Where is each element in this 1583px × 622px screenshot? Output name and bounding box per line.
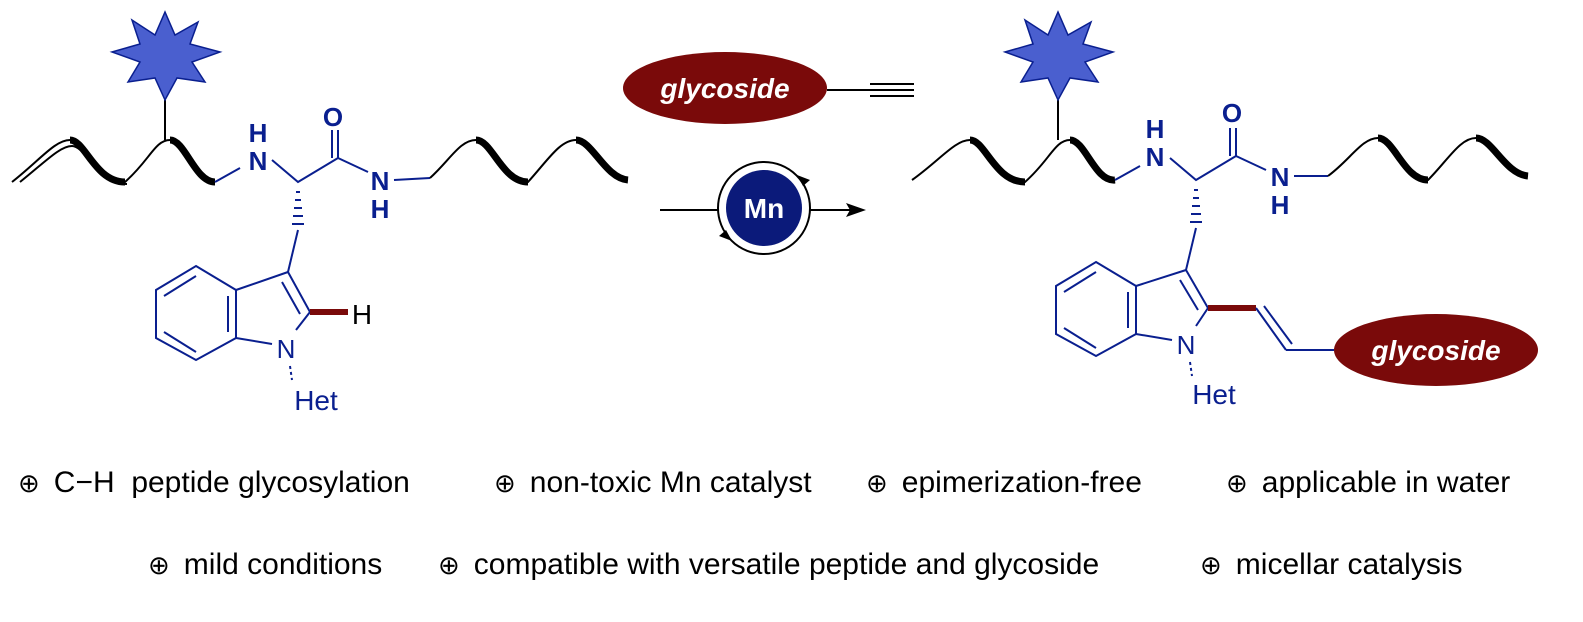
mn-catalyst xyxy=(726,170,802,246)
feature-text: applicable in water xyxy=(1261,466,1511,499)
plus-icon: ⊕ xyxy=(494,468,516,498)
glycoside-badge xyxy=(623,52,827,124)
feature-item: ⊕ micellar catalysis xyxy=(1200,548,1463,582)
peptide-ribbon-right-product xyxy=(1327,134,1529,184)
feature-text: C−H peptide glycosylation xyxy=(53,466,410,499)
reagent-alkyne: glycoside xyxy=(623,52,914,124)
atom-h: H xyxy=(371,194,390,224)
feature-text: mild conditions xyxy=(183,548,383,581)
atom-n: N xyxy=(1271,162,1290,192)
starting-peptide: H N O N H xyxy=(11,10,629,416)
feature-item: ⊕ non-toxic Mn catalyst xyxy=(494,466,812,500)
reaction-scheme: H N O N H xyxy=(11,10,1538,416)
plus-icon: ⊕ xyxy=(1226,468,1248,498)
feature-item: ⊕ C−H peptide glycosylation xyxy=(18,466,410,500)
label-star-icon xyxy=(109,10,223,102)
plus-icon: ⊕ xyxy=(1200,550,1222,580)
indole-ring xyxy=(1055,260,1209,358)
atom-h: H xyxy=(249,118,268,148)
glycoside-label: glycoside xyxy=(659,73,789,104)
feature-item: ⊕ compatible with versatile peptide and g… xyxy=(438,548,1099,582)
reaction-arrow: Mn xyxy=(660,161,866,255)
atom-n: N xyxy=(249,146,268,176)
plus-icon: ⊕ xyxy=(18,468,40,498)
plus-icon: ⊕ xyxy=(866,468,888,498)
feature-item: ⊕ mild conditions xyxy=(148,548,382,582)
atom-h: H xyxy=(1271,190,1290,220)
atom-n: N xyxy=(277,334,296,364)
feature-text: compatible with versatile peptide and gl… xyxy=(473,548,1100,581)
feature-text: epimerization-free xyxy=(901,466,1142,499)
atom-h: H xyxy=(352,299,372,330)
catalyst-label: Mn xyxy=(744,193,784,224)
het-label: Het xyxy=(1192,379,1236,410)
glycoside-label: glycoside xyxy=(1370,335,1500,366)
peptide-ribbon-left-start xyxy=(11,136,216,186)
indole-ring xyxy=(155,264,311,362)
feature-text: non-toxic Mn catalyst xyxy=(529,466,812,499)
atom-o: O xyxy=(1222,98,1242,128)
product-peptide: H N O N H xyxy=(911,10,1538,410)
peptide-ribbon-right-start xyxy=(429,136,629,186)
atom-n: N xyxy=(371,166,390,196)
catalytic-cycle-icon xyxy=(717,161,811,255)
glycoside-badge xyxy=(1334,314,1538,386)
hashed-wedge xyxy=(292,191,304,225)
hashed-wedge xyxy=(1190,189,1202,223)
label-star-icon xyxy=(1002,10,1116,102)
plus-icon: ⊕ xyxy=(148,550,170,580)
feature-text: micellar catalysis xyxy=(1235,548,1463,581)
feature-item: ⊕ epimerization-free xyxy=(866,466,1142,500)
het-label: Het xyxy=(294,385,338,416)
peptide-ribbon-left-product xyxy=(911,136,1116,186)
atom-h: H xyxy=(1146,114,1165,144)
atom-n: N xyxy=(1177,330,1196,360)
atom-n: N xyxy=(1146,142,1165,172)
plus-icon: ⊕ xyxy=(438,550,460,580)
feature-item: ⊕ applicable in water xyxy=(1226,466,1510,500)
atom-o: O xyxy=(323,102,343,132)
